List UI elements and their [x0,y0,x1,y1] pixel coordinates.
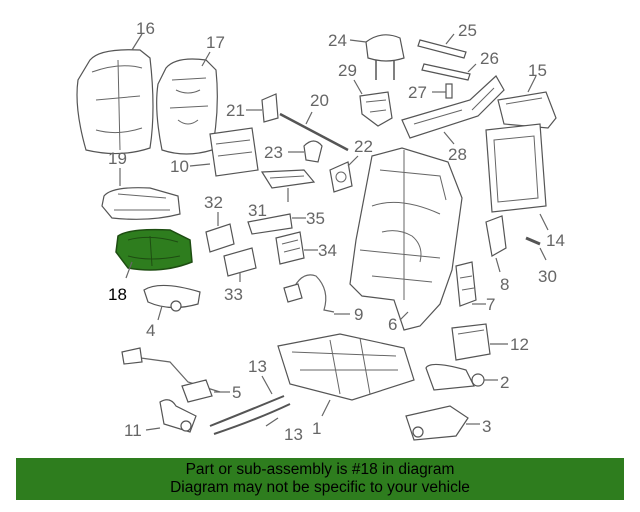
leader-17 [201,51,211,67]
footer-line-2: Diagram may not be specific to your vehi… [170,479,470,496]
leader-26 [467,63,477,73]
part-1-seat-track[interactable] [277,333,415,401]
callout-20[interactable]: 20 [310,91,329,110]
callout-14[interactable]: 14 [546,231,565,250]
leader-6 [399,311,409,321]
leader-24 [349,39,367,43]
callout-2[interactable]: 2 [500,373,509,392]
callout-8[interactable]: 8 [500,275,509,294]
leader-8 [495,257,501,273]
part-31-cover[interactable] [260,169,316,189]
leader-25 [445,33,455,45]
callout-13-upper[interactable]: 13 [248,357,267,376]
part-9-cable[interactable] [283,274,335,313]
part-33-switch[interactable] [223,247,257,277]
part-10-trim-panel[interactable] [209,127,259,177]
callout-5[interactable]: 5 [232,383,241,402]
part-34-switch-panel[interactable] [275,231,305,265]
part-32-switch[interactable] [205,223,235,253]
part-22-bezel[interactable] [329,161,353,193]
leader-4 [157,305,163,321]
callout-28[interactable]: 28 [448,145,467,164]
part-23-cap[interactable] [303,140,323,163]
callout-4[interactable]: 4 [146,321,155,340]
footer-line-1: Part or sub-assembly is #18 in diagram [185,461,455,478]
leader-10 [189,163,211,167]
footer-banner: Part or sub-assembly is #18 in diagram D… [16,458,624,500]
part-26-guide[interactable] [421,63,471,81]
part-12-module[interactable] [451,323,491,361]
part-5-harness[interactable] [121,347,221,403]
callout-11[interactable]: 11 [124,421,142,440]
callout-17[interactable]: 17 [206,33,225,52]
leader-15 [527,75,537,93]
leader-20 [305,111,313,125]
leader-13a [261,375,273,395]
leader-29 [353,79,363,95]
part-2-motor[interactable] [425,363,485,391]
callout-22[interactable]: 22 [354,137,373,156]
part-8-latch[interactable] [485,215,507,257]
part-6-seat-frame[interactable] [349,147,463,331]
leader-30 [539,247,547,261]
callout-19[interactable]: 19 [108,149,127,168]
part-13-cables[interactable] [209,395,291,435]
part-4-switch[interactable] [143,284,201,312]
part-28-drive[interactable] [401,75,505,139]
part-35-bracket[interactable] [247,213,293,235]
part-7-hinge[interactable] [455,261,477,307]
part-16-seatback-cover[interactable] [76,49,154,155]
callout-21[interactable]: 21 [226,101,245,120]
leader-18 [125,261,133,279]
callout-25[interactable]: 25 [458,21,477,40]
seat-parts-diagram: 16 17 19 18 10 21 20 23 [76,19,565,444]
part-29-mechanism[interactable] [359,91,393,127]
callout-34[interactable]: 34 [318,241,337,260]
part-24-headrest[interactable] [365,34,405,80]
leader-16 [131,33,143,51]
callout-3[interactable]: 3 [482,417,491,436]
callout-1[interactable]: 1 [312,419,321,438]
leader-13b [265,417,279,427]
part-25-bracket[interactable] [417,39,467,59]
part-30-bolt[interactable] [525,236,541,246]
callout-9[interactable]: 9 [354,305,363,324]
callout-31[interactable]: 31 [248,201,267,220]
callout-32[interactable]: 32 [204,193,223,212]
part-20-rod[interactable] [279,112,349,152]
callout-18[interactable]: 18 [108,285,127,304]
callout-13-lower[interactable]: 13 [284,425,303,444]
callout-12[interactable]: 12 [510,335,529,354]
callout-30[interactable]: 30 [538,267,557,286]
callout-33[interactable]: 33 [224,285,243,304]
callout-35[interactable]: 35 [306,209,325,228]
leader-14 [539,213,549,231]
part-14-back-panel[interactable] [485,123,547,213]
callout-23[interactable]: 23 [264,143,283,162]
part-3-motor[interactable] [405,405,469,441]
part-19-cushion-cover[interactable] [101,187,181,220]
callout-15[interactable]: 15 [528,61,547,80]
callout-26[interactable]: 26 [480,49,499,68]
part-17-seatback-pad[interactable] [156,58,218,155]
part-11-motor[interactable] [159,399,197,433]
callout-6[interactable]: 6 [388,315,397,334]
part-21-knob[interactable] [261,93,279,123]
callout-29[interactable]: 29 [338,61,357,80]
callout-24[interactable]: 24 [328,31,347,50]
callout-7[interactable]: 7 [486,295,495,314]
leader-11 [145,427,161,431]
leader-28 [443,131,455,145]
callout-10[interactable]: 10 [170,157,189,176]
leader-1 [321,399,331,417]
part-18-cushion-pad[interactable] [115,228,193,271]
leader-22 [347,155,359,167]
part-15-top-cover[interactable] [497,91,557,129]
callout-16[interactable]: 16 [136,19,155,38]
part-27-pin[interactable] [445,83,453,99]
callout-27[interactable]: 27 [408,83,427,102]
